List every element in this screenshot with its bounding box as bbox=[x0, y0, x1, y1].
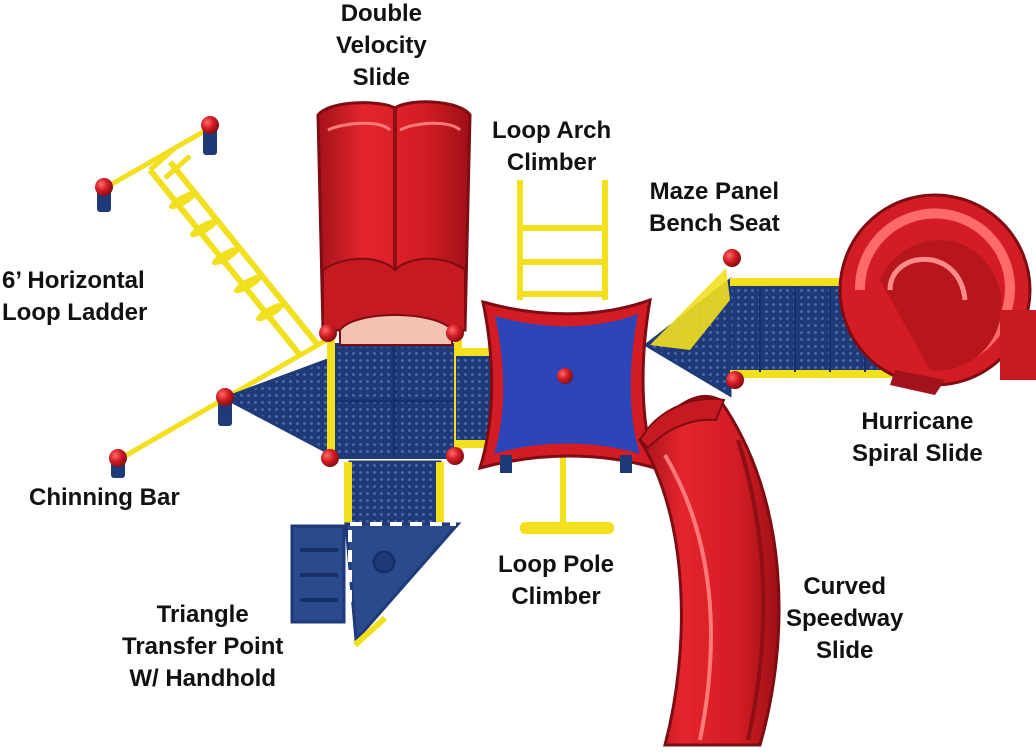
label-double-velocity-slide: Double Velocity Slide bbox=[336, 0, 427, 91]
center-roof bbox=[477, 297, 658, 473]
horizontal-loop-ladder bbox=[95, 116, 321, 357]
label-curved-speedway-slide: Curved Speedway Slide bbox=[786, 573, 904, 664]
triangle-transfer-point bbox=[344, 522, 462, 648]
main-deck bbox=[327, 340, 492, 459]
double-velocity-slide bbox=[316, 100, 472, 346]
post-caps bbox=[319, 249, 744, 467]
label-triangle-transfer-point: Triangle Transfer Point W/ Handhold bbox=[122, 601, 284, 692]
label-loop-arch-climber: Loop Arch Climber bbox=[492, 117, 612, 176]
label-hurricane-spiral-slide: Hurricane Spiral Slide bbox=[852, 408, 983, 467]
label-loop-pole-climber: Loop Pole Climber bbox=[498, 551, 614, 610]
label-horizontal-loop-ladder: 6’ Horizontal Loop Ladder bbox=[2, 267, 148, 326]
lower-deck bbox=[290, 460, 444, 624]
triangle-deck-left bbox=[216, 355, 335, 458]
loop-pole-climber bbox=[520, 455, 614, 534]
curved-speedway-slide bbox=[638, 394, 781, 747]
label-maze-panel-bench-seat: Maze Panel Bench Seat bbox=[649, 178, 780, 237]
hurricane-spiral-slide bbox=[838, 193, 1036, 395]
label-chinning-bar: Chinning Bar bbox=[29, 484, 180, 511]
loop-arch-climber bbox=[517, 180, 608, 300]
